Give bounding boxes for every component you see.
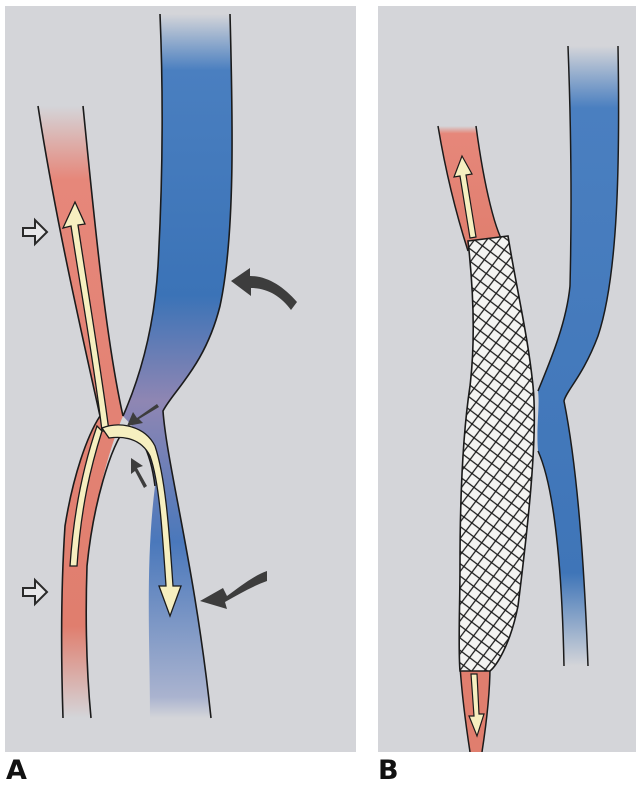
panel-label-b: B xyxy=(378,757,399,784)
open-arrow-upper xyxy=(23,220,47,244)
curved-arrow-upper xyxy=(231,268,297,310)
panel-label-a: A xyxy=(6,757,27,784)
small-arrow-lower xyxy=(131,458,147,488)
curved-arrow-lower xyxy=(200,571,267,609)
stent-graft xyxy=(459,236,534,671)
panel-a-illustration xyxy=(5,6,356,752)
open-arrow-lower xyxy=(23,580,47,604)
artery-vessel xyxy=(38,106,123,718)
vein-vessel xyxy=(123,14,232,718)
vein-vessel-b xyxy=(537,46,618,666)
panel-b-illustration xyxy=(378,6,636,752)
panel-b xyxy=(378,6,636,752)
panel-a xyxy=(5,6,356,752)
